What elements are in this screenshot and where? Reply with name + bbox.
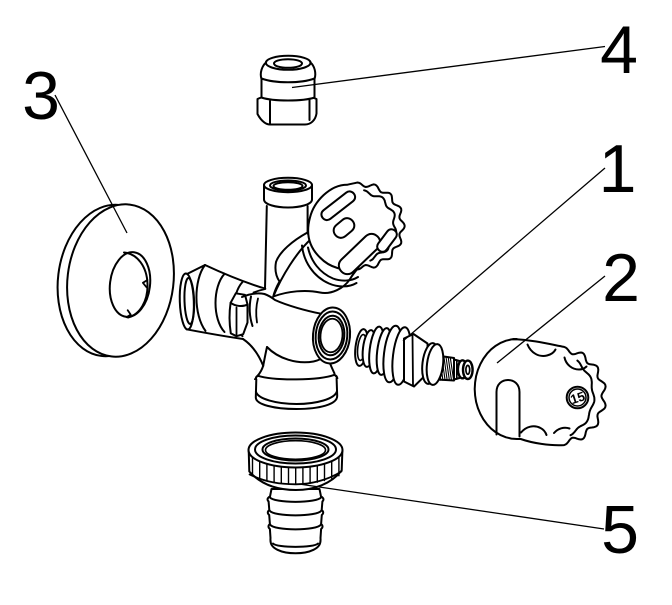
- svg-text:5: 5: [601, 492, 639, 568]
- svg-text:2: 2: [602, 240, 640, 316]
- svg-text:4: 4: [600, 12, 638, 88]
- svg-text:15: 15: [568, 388, 586, 407]
- svg-text:3: 3: [22, 58, 60, 134]
- svg-text:1: 1: [599, 131, 637, 207]
